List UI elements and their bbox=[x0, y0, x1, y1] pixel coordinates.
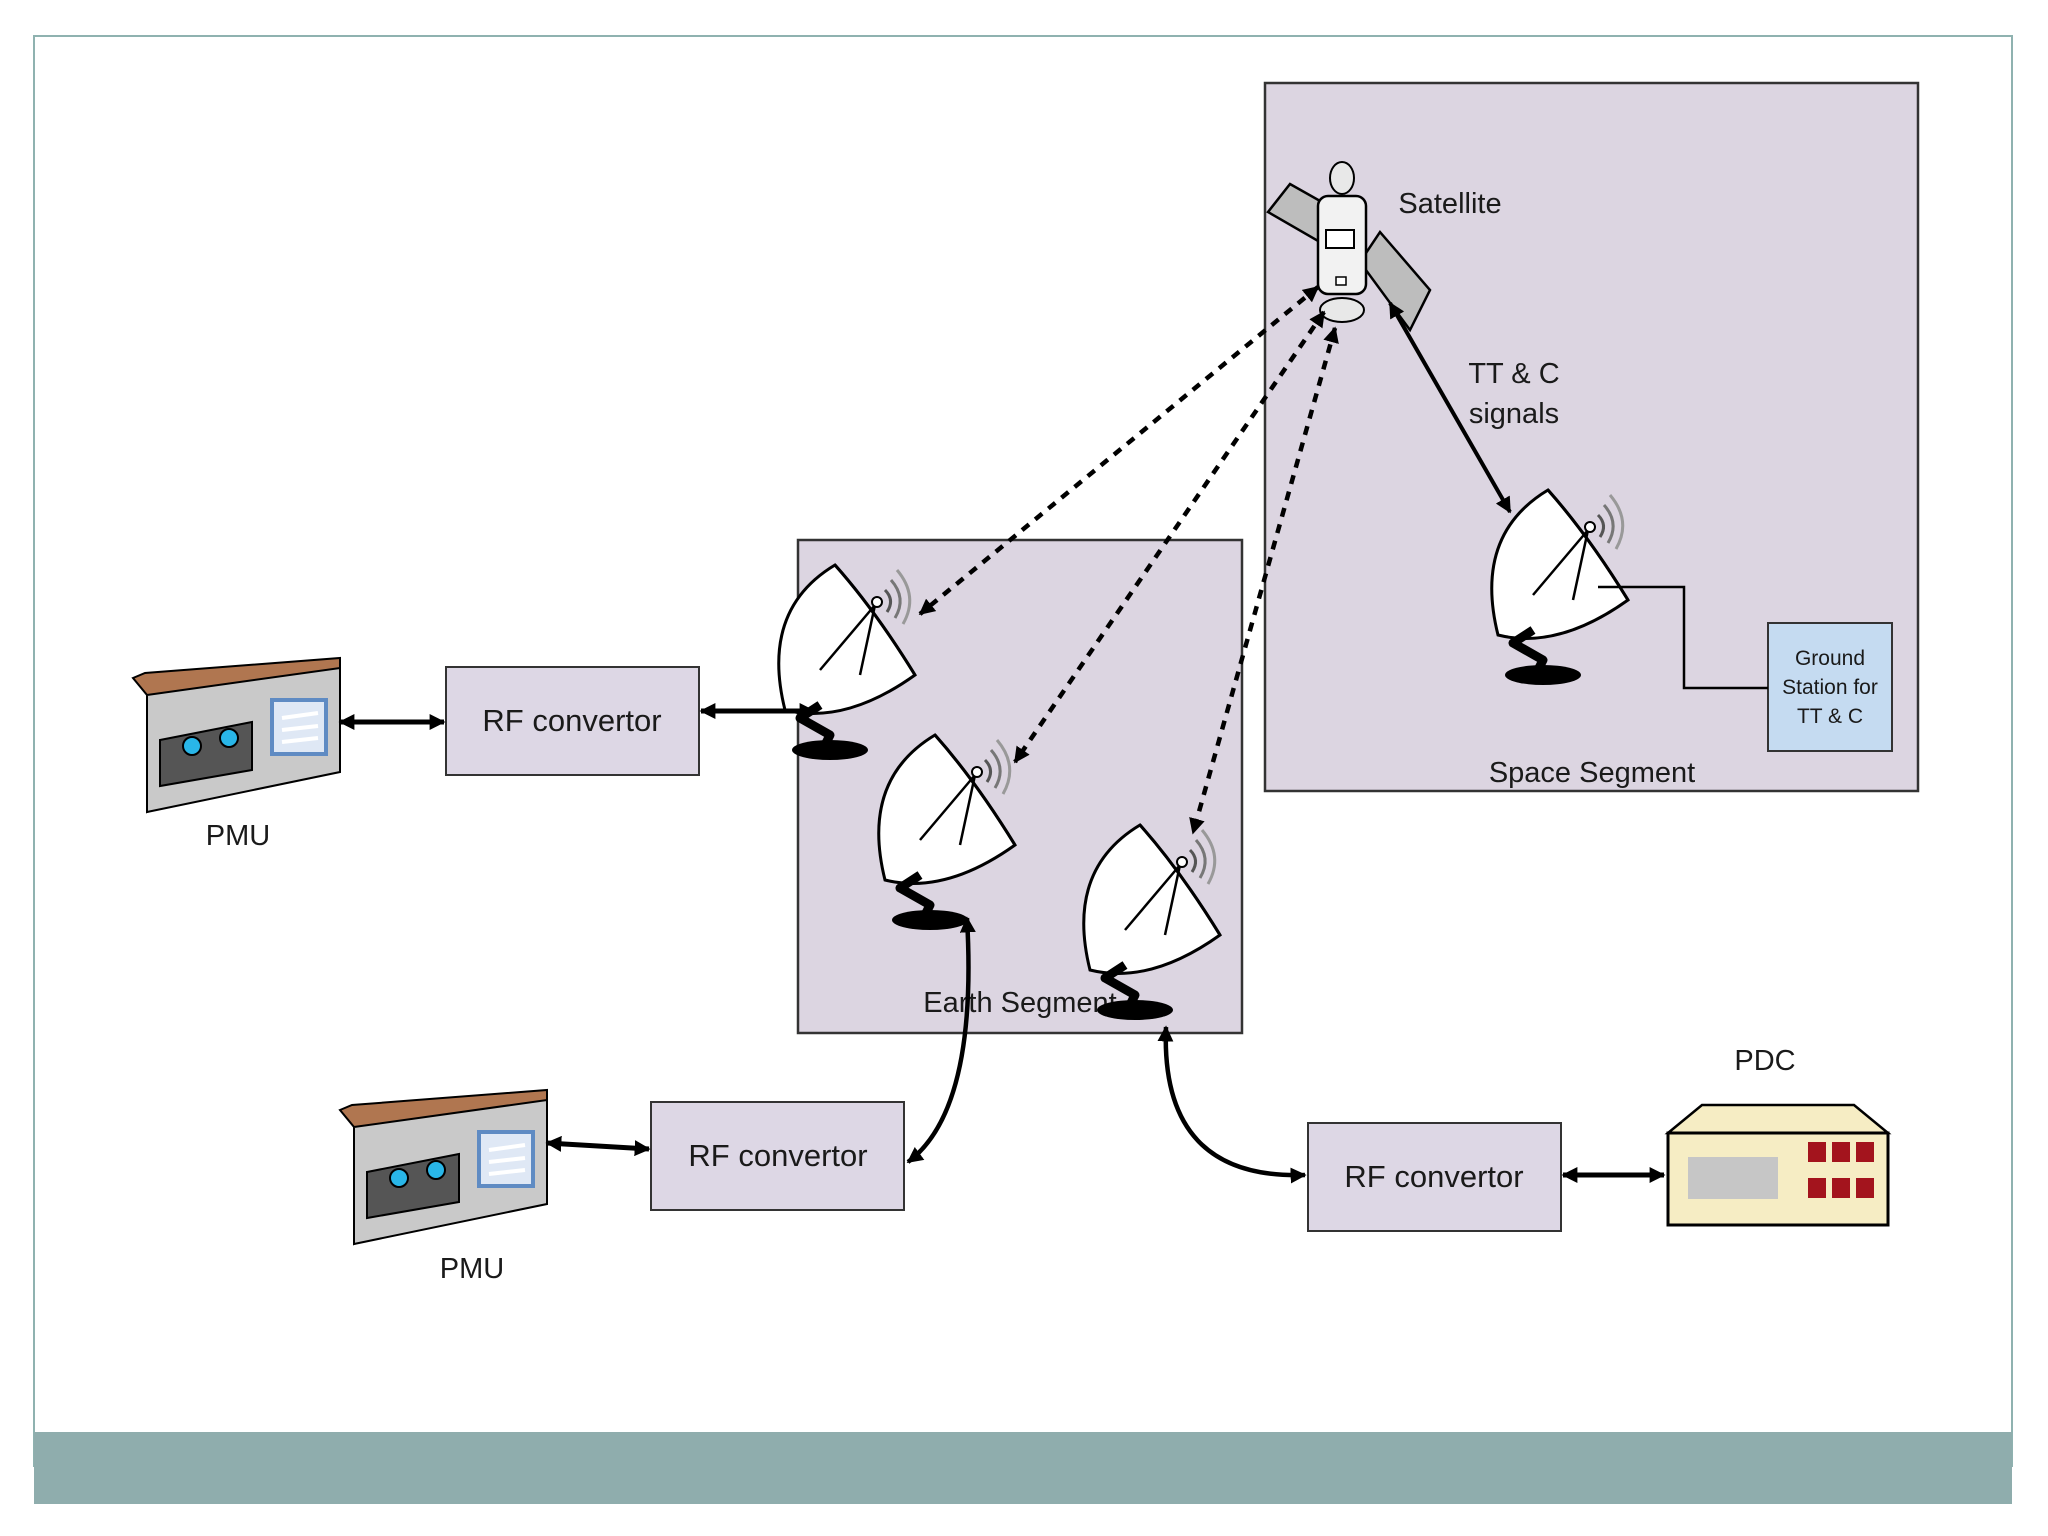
ttc-link-arrow bbox=[1388, 301, 1512, 514]
pdc-device-icon bbox=[1664, 1103, 1892, 1227]
ground-station-label-line3: TT & C bbox=[1797, 705, 1863, 728]
rf-convertor-2-label: RF convertor bbox=[688, 1138, 867, 1173]
earth-segment-label: Earth Segment bbox=[923, 987, 1116, 1019]
pmu-2-label: PMU bbox=[440, 1253, 504, 1285]
rf-convertor-1-label: RF convertor bbox=[482, 703, 661, 738]
footer-bar bbox=[34, 1432, 2012, 1504]
satellite-icon bbox=[1266, 161, 1432, 333]
rf-convertor-3-box bbox=[1307, 1122, 1562, 1232]
rf-convertor-1-box bbox=[445, 666, 700, 776]
pmu-1-device-icon bbox=[131, 656, 341, 814]
satellite-label: Satellite bbox=[1398, 188, 1501, 220]
earth-rf3-link bbox=[1157, 1025, 1307, 1184]
rf2-earth-link bbox=[906, 916, 976, 1164]
ground-station-connector bbox=[1598, 585, 1768, 690]
space-segment-label: Space Segment bbox=[1489, 757, 1695, 789]
pmu2-rf2-link bbox=[545, 1135, 651, 1157]
ground-station-label-line2: Station for bbox=[1782, 676, 1878, 699]
ground-station-label-line1: Ground bbox=[1795, 647, 1865, 670]
rf-convertor-3-label: RF convertor bbox=[1344, 1159, 1523, 1194]
rf-convertor-2-box bbox=[650, 1101, 905, 1211]
pdc-label: PDC bbox=[1734, 1045, 1795, 1077]
satellite-link-3 bbox=[1189, 326, 1339, 835]
ttc-signals-label-line1: TT & C bbox=[1468, 358, 1559, 390]
pmu-2-device-icon bbox=[338, 1088, 548, 1246]
ttc-signals-label-line2: signals bbox=[1469, 398, 1559, 430]
pmu-1-label: PMU bbox=[206, 820, 270, 852]
